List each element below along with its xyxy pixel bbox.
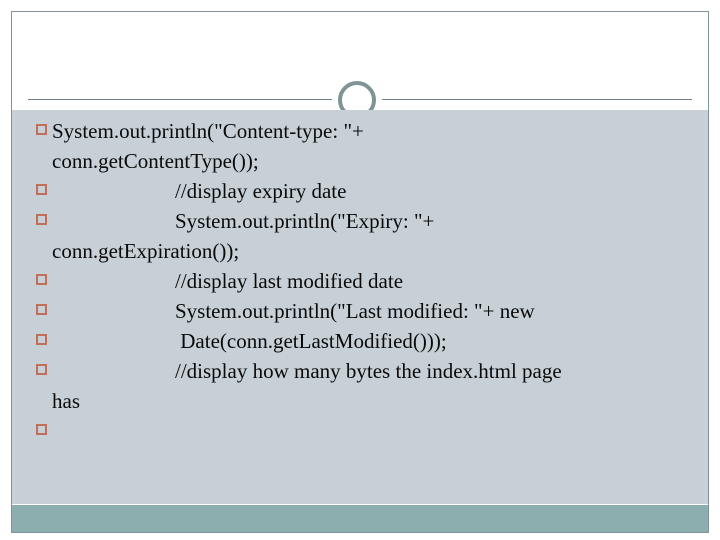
- slide-body-background: [12, 110, 708, 504]
- bullet-list[interactable]: System.out.println("Content-type: "+ conn…: [12, 110, 708, 504]
- bullet-item-text: //display expiry date: [175, 179, 347, 203]
- hollow-square-bullet-icon: [36, 184, 47, 195]
- bullet-item-text: //display last modified date: [175, 269, 404, 293]
- bullet-item-text: System.out.println("Content-type: "+: [52, 119, 364, 143]
- hollow-square-bullet-icon: [36, 334, 47, 345]
- hollow-square-bullet-icon: [36, 124, 47, 135]
- hollow-square-bullet-icon: [36, 364, 47, 375]
- bullet-item-text: System.out.println("Expiry: "+: [175, 209, 435, 233]
- hollow-square-bullet-icon: [36, 424, 47, 435]
- bullet-item-wrap-text: conn.getContentType());: [52, 149, 259, 173]
- bullet-item-wrap-text: has: [52, 389, 80, 413]
- bullet-item-text: //display how many bytes the index.html …: [175, 359, 562, 383]
- bullet-item-text: System.out.println("Last modified: "+ ne…: [175, 299, 535, 323]
- footer-accent-band: [12, 505, 708, 533]
- hollow-square-bullet-icon: [36, 304, 47, 315]
- bullet-item-wrap-text: conn.getExpiration());: [52, 239, 240, 263]
- hollow-square-bullet-icon: [36, 274, 47, 285]
- hollow-square-bullet-icon: [36, 214, 47, 225]
- bullet-item-text: Date(conn.getLastModified()));: [175, 329, 447, 353]
